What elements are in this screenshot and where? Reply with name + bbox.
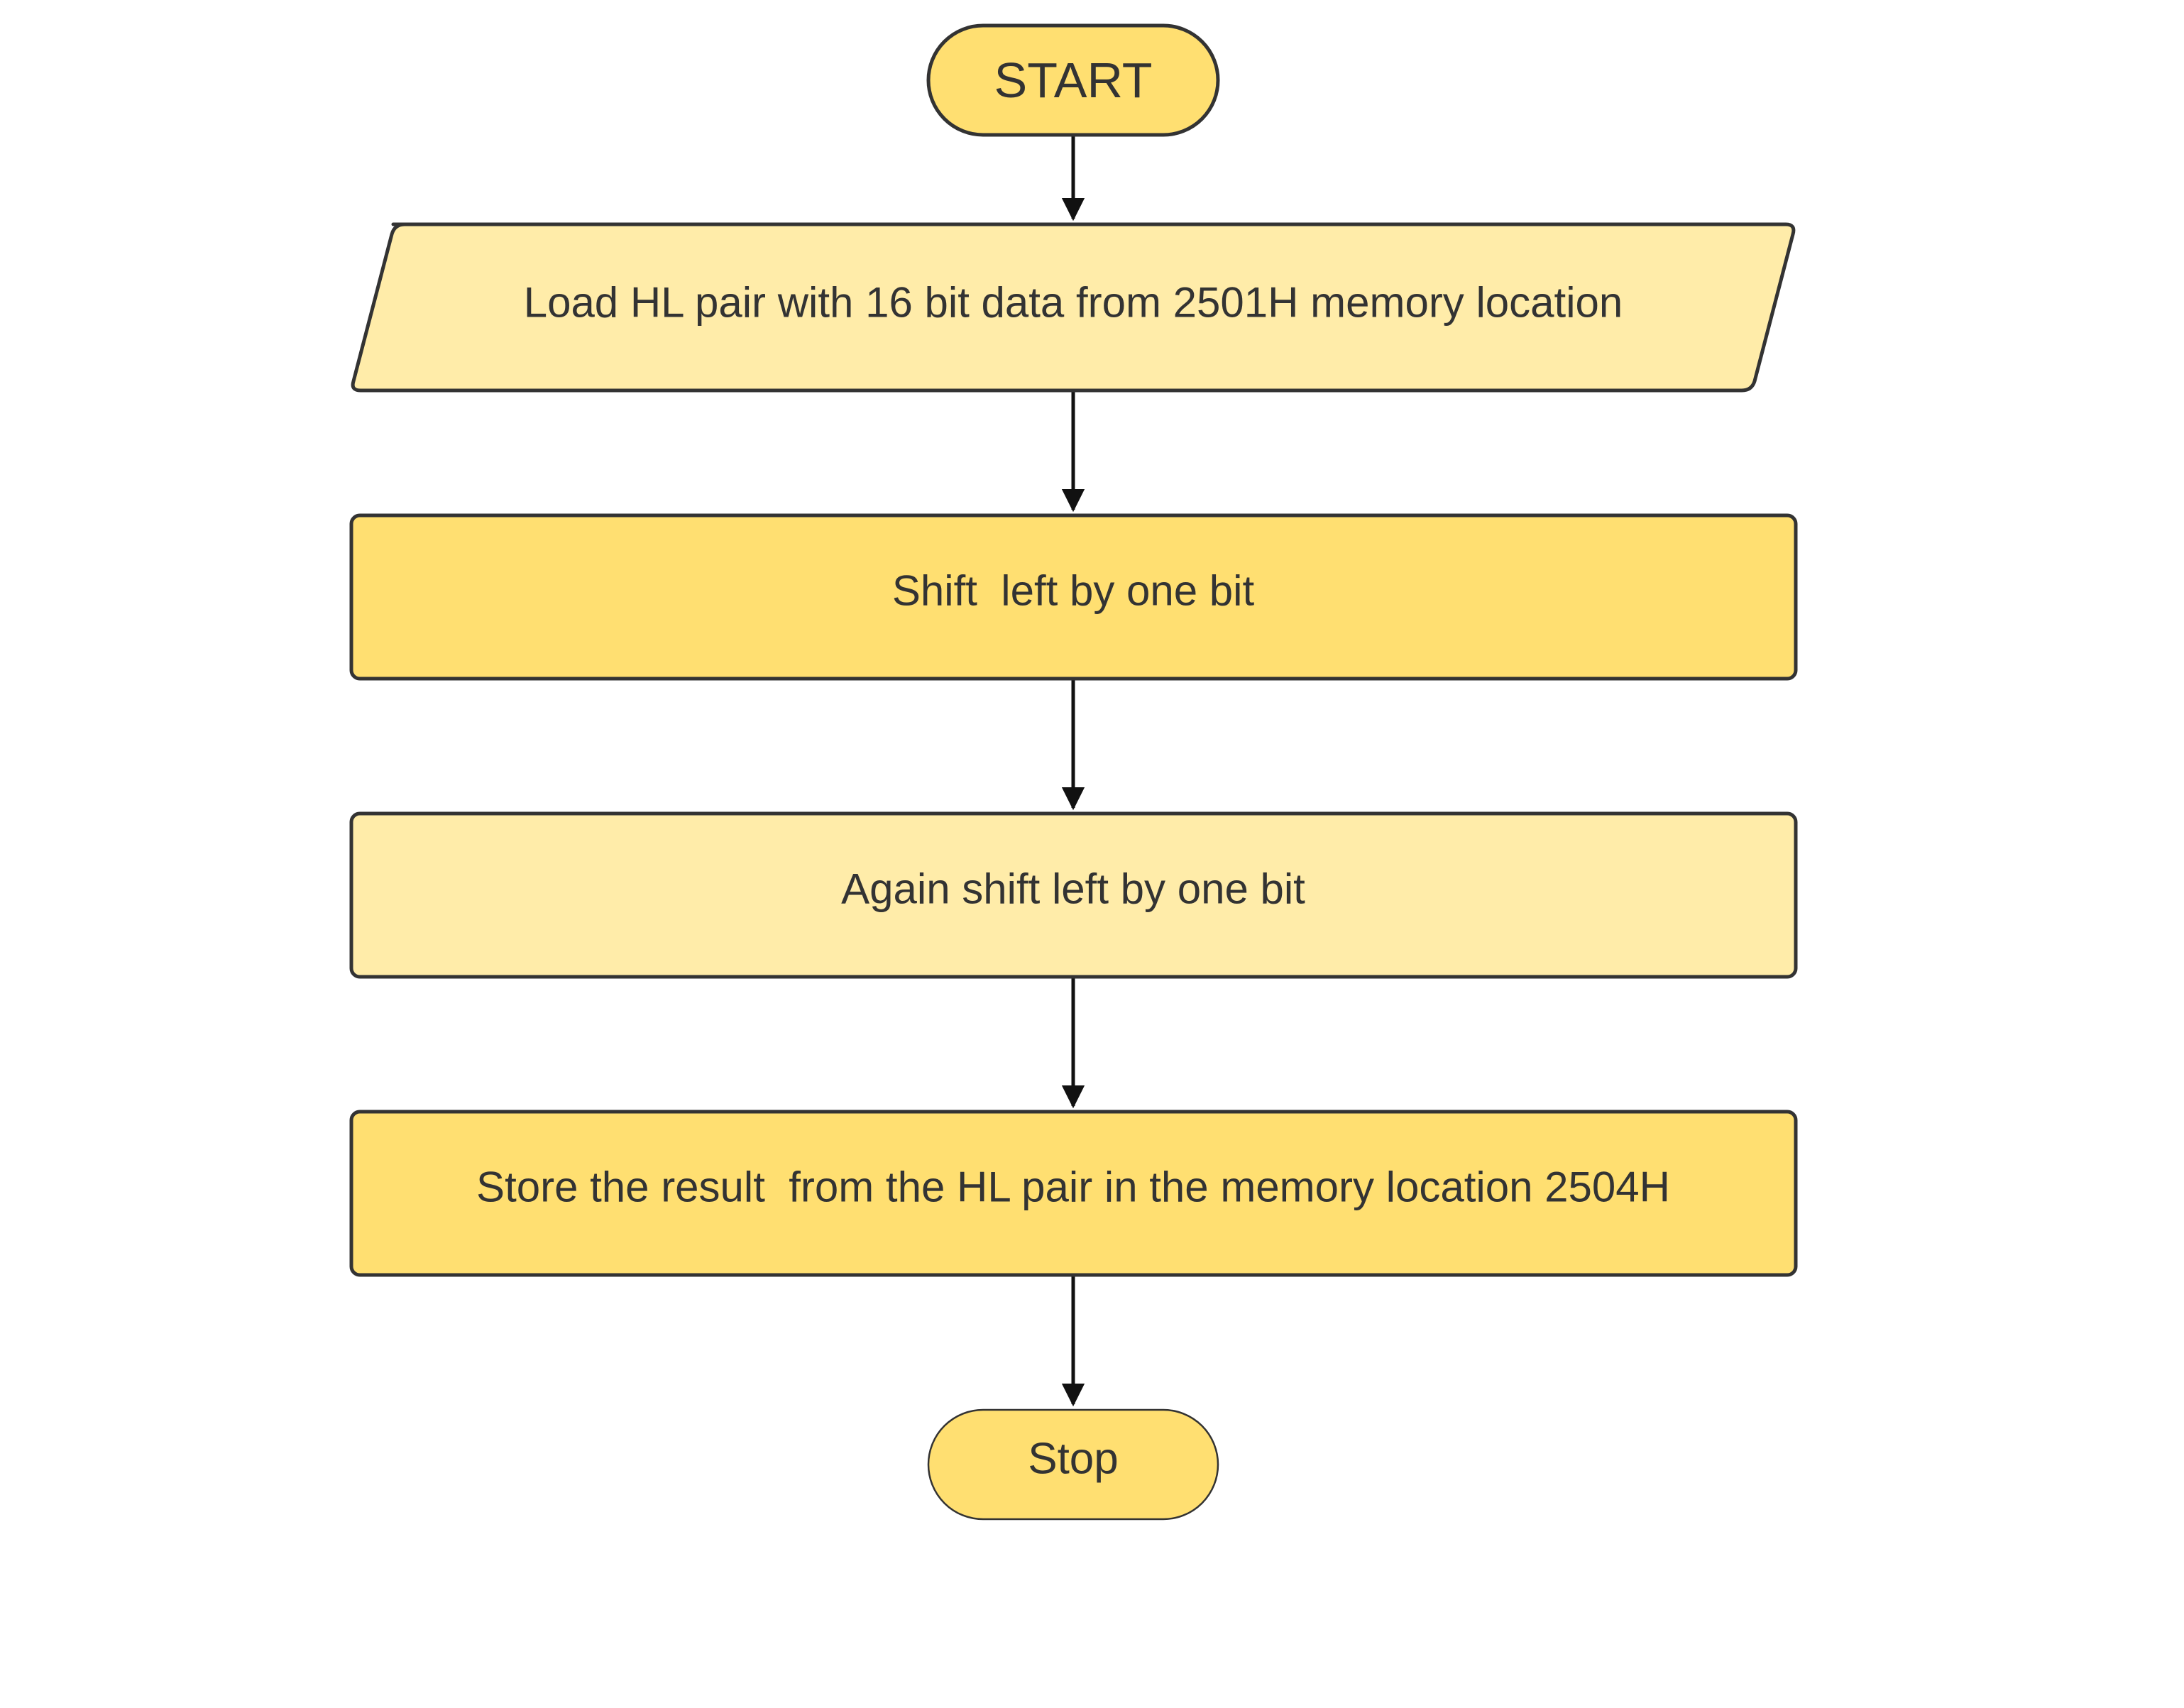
- start-node: START: [926, 23, 1220, 137]
- stop-shape: [927, 1408, 1219, 1521]
- start-label: START: [994, 53, 1153, 108]
- shift1-shape: [349, 513, 1798, 681]
- load-shape: [351, 222, 1796, 393]
- store-node: Store the result from the HL pair in the…: [349, 1110, 1798, 1277]
- shift2-label: Again shift left by one bit: [841, 865, 1305, 913]
- load-node: Load HL pair with 16 bit data from 2501H…: [351, 222, 1796, 393]
- shift2-shape: [349, 811, 1798, 979]
- shift1-node: Shift left by one bit: [349, 513, 1798, 681]
- stop-node: Stop: [927, 1408, 1219, 1521]
- shift2-node: Again shift left by one bit: [349, 811, 1798, 979]
- start-shape: [926, 23, 1220, 137]
- stop-label: Stop: [1028, 1435, 1119, 1484]
- store-shape: [349, 1110, 1798, 1277]
- store-label: Store the result from the HL pair in the…: [476, 1164, 1670, 1211]
- shift1-label: Shift left by one bit: [892, 567, 1255, 615]
- load-label: Load HL pair with 16 bit data from 2501H…: [524, 279, 1623, 327]
